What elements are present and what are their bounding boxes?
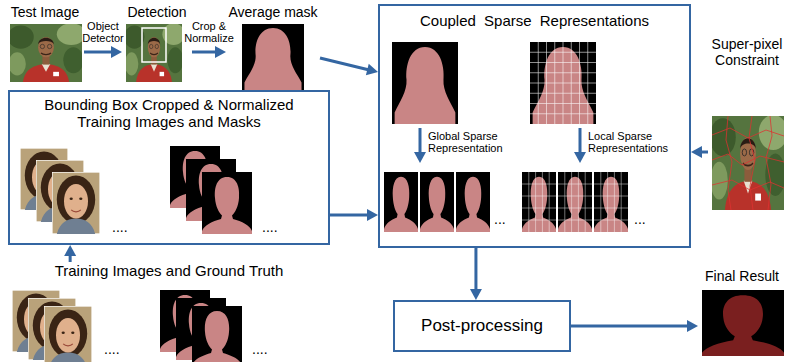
process-box: Post-processing [393, 300, 571, 352]
raw-face [44, 306, 92, 362]
flow-arrow [192, 46, 226, 58]
arrow-line [571, 324, 688, 327]
local-result [594, 172, 628, 232]
node-title: Final Result [698, 268, 786, 284]
flow-arrow [320, 58, 378, 75]
image-panel: Final Result [698, 268, 786, 358]
node-title: Post-processing [421, 316, 543, 336]
arrow-line [192, 50, 216, 53]
arrow-head [215, 46, 226, 58]
arrow-line [84, 51, 112, 54]
arrow-head [691, 146, 702, 158]
superpixel-lines [712, 116, 784, 210]
training-box: Bounding Box Cropped & Normalized Traini… [8, 90, 330, 245]
inner-arrows [414, 128, 586, 163]
flow-arrow [571, 320, 698, 332]
arrow-line [474, 248, 477, 290]
node-title: Training Images and Ground Truth [8, 262, 330, 279]
ellipsis: .... [112, 220, 142, 235]
arrow-line [69, 255, 72, 262]
image-panel: Test Image [6, 4, 84, 84]
global-result [420, 172, 454, 232]
global-result [384, 172, 418, 232]
edge-label: Crop & Normalize [182, 20, 236, 44]
final-mask [702, 290, 784, 356]
arrow-head [111, 46, 122, 58]
local-result [522, 172, 556, 232]
arrow-line [330, 213, 368, 216]
ellipsis: .... [252, 342, 282, 357]
training-face [52, 172, 100, 234]
arrow-line [320, 58, 368, 70]
image-panel: Super-pixel Constraint [708, 36, 786, 212]
test-photo [8, 23, 86, 82]
arrow-line [701, 150, 708, 153]
ground-truth-mask [192, 306, 242, 362]
node-title: Test Image [6, 4, 84, 20]
arrow-head [366, 64, 378, 76]
average-mask [242, 24, 304, 92]
node-title: Average mask [226, 4, 320, 20]
superpixel-photo [710, 115, 788, 210]
flow-arrow [64, 245, 76, 262]
flow-arrow [330, 209, 378, 221]
global-result [456, 172, 490, 232]
training-mask [202, 172, 252, 234]
node-title: Coupled Sparse Representations [380, 12, 689, 29]
grid-mask [530, 42, 596, 124]
detection-box [142, 28, 166, 62]
step-label: Global Sparse Representation [428, 130, 522, 154]
edge-label: Object Detector [79, 20, 127, 44]
image-group: Training Images and Ground Truth [8, 262, 330, 360]
local-result [558, 172, 592, 232]
step-label: Local Sparse Representations [588, 130, 686, 154]
global-mask [392, 42, 458, 124]
ellipsis: ... [494, 212, 518, 227]
arrow-head [470, 289, 482, 300]
node-title: Detection [122, 4, 192, 20]
flow-arrow [691, 146, 708, 158]
image-panel: Detection [122, 4, 192, 84]
arrow-head [367, 209, 378, 221]
image-panel: Average mask [226, 4, 320, 94]
ellipsis: .... [104, 342, 134, 357]
flow-arrow [84, 46, 122, 58]
node-title: Super-pixel Constraint [708, 36, 786, 68]
arrow-head [64, 245, 76, 256]
ellipsis: ... [634, 212, 658, 227]
node-title: Bounding Box Cropped & Normalized Traini… [19, 96, 319, 131]
detection-photo [124, 23, 184, 82]
ellipsis: .... [262, 220, 292, 235]
arrow-head [687, 320, 698, 332]
flow-arrow [470, 248, 482, 300]
